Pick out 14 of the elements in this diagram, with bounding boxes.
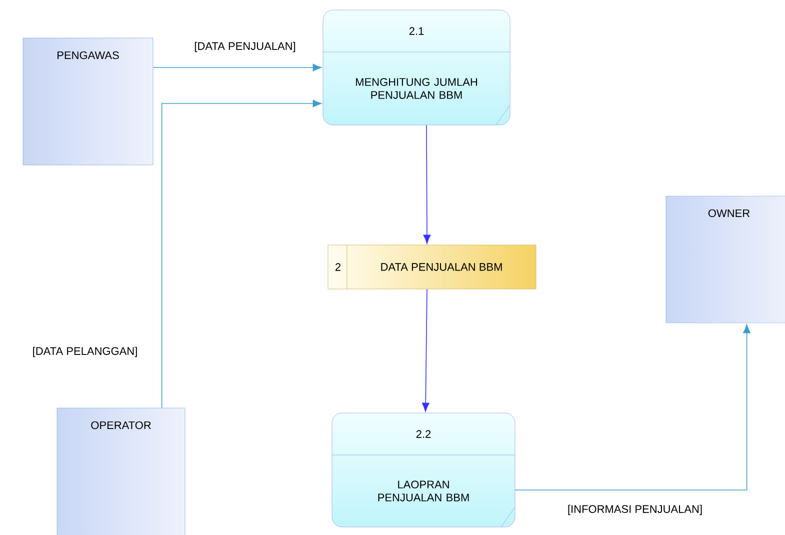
arrow	[514, 324, 750, 490]
arrow	[422, 288, 430, 412]
arrow	[161, 100, 322, 408]
arrow	[152, 64, 322, 72]
entity-box: OPERATOR	[56, 408, 186, 535]
arrow	[423, 124, 431, 244]
edge-label: [DATA PELANGGAN]	[31, 346, 139, 358]
entity-box: PENGAWAS	[22, 38, 154, 166]
data-store: 2 DATA PENJUALAN BBM	[328, 244, 536, 290]
entity-box: OWNER	[666, 196, 785, 324]
process-box: 2.1 MENGHITUNG JUMLAH PENJUALAN BBM	[322, 10, 510, 126]
edge-label: [DATA PENJUALAN]	[193, 40, 297, 54]
process-box: 2.2 LAOPRAN PENJUALAN BBM	[332, 412, 516, 528]
edge-label: [INFORMASI PENJUALAN]	[566, 504, 704, 516]
